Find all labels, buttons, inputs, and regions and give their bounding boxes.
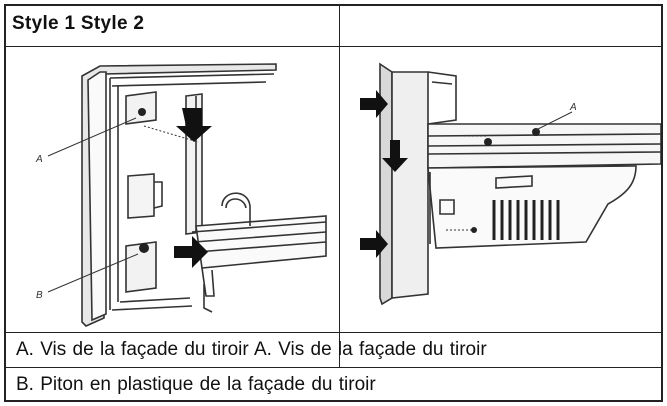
callout-b-left: B [36, 290, 43, 301]
divider-rows [6, 367, 661, 368]
style2-illustration: A [360, 62, 661, 306]
divider-figures [6, 332, 661, 333]
legend-row-b: B. Piton en plastique de la façade du ti… [16, 374, 376, 395]
legend-row-a: A. Vis de la façade du tiroir A. Vis de … [16, 339, 487, 360]
divider-header [6, 46, 661, 47]
callout-a-right: A [569, 102, 577, 113]
style1-illustration: A B [35, 63, 327, 327]
style-header: Style 1 Style 2 [12, 13, 145, 34]
callout-a-left: A [35, 154, 43, 165]
instruction-table: Style 1 Style 2 [4, 4, 663, 402]
column-divider [339, 6, 340, 367]
